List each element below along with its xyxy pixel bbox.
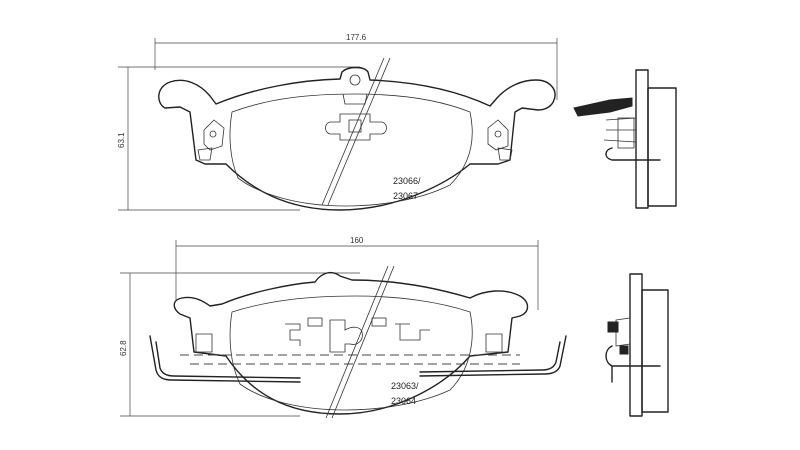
bottom-break-line-1 (325, 265, 389, 419)
bottom-center-clip (329, 319, 363, 353)
bottom-pad-side-view (605, 273, 669, 417)
top-side-clip-arm (573, 97, 633, 117)
bottom-width-label: 160 (350, 236, 364, 245)
bottom-left-spring-inner (155, 341, 301, 379)
bottom-left-tab (195, 333, 213, 353)
top-side-backing-plate (635, 69, 649, 209)
top-center-clip (325, 113, 387, 141)
top-backing-plate (158, 66, 556, 211)
top-width-label: 177.6 (346, 33, 367, 42)
top-left-indicator-hole (209, 130, 217, 138)
bottom-side-spring-clip (619, 345, 629, 355)
top-left-wear-indicator (203, 119, 225, 151)
top-pad-front-view: 177.6 63.1 23066/ 23067 (117, 33, 558, 211)
bottom-side-backing-plate (629, 273, 643, 417)
bottom-side-spring (605, 345, 661, 383)
top-side-clip-body (617, 117, 635, 149)
top-right-indicator-hole (494, 130, 502, 138)
top-part-number-2: 23067 (393, 191, 418, 201)
top-right-wear-indicator (487, 119, 509, 151)
bottom-break-line-2 (331, 265, 395, 419)
top-side-spring (605, 147, 661, 161)
bottom-part-number-1: 23063/ (391, 381, 419, 391)
top-right-tab (497, 147, 513, 161)
top-left-tab (197, 147, 213, 161)
top-height-label: 63.1 (117, 132, 126, 148)
bottom-clip-slot-right (371, 317, 387, 327)
bottom-height-label: 62.8 (119, 340, 128, 356)
top-side-friction-block (647, 87, 677, 207)
bottom-side-clip-tab (607, 321, 619, 333)
bottom-right-bracket (395, 323, 430, 341)
bottom-friction-material (229, 295, 473, 411)
top-break-line-1 (321, 57, 385, 206)
bottom-clip-slot-left (307, 317, 323, 327)
top-friction-material (229, 93, 473, 207)
top-center-hole (349, 74, 361, 86)
bottom-right-tab (485, 333, 503, 353)
top-side-clip-lines (603, 117, 637, 143)
top-part-number-1: 23066/ (393, 176, 421, 186)
bottom-side-friction-block (641, 289, 669, 413)
top-center-notch (342, 93, 368, 105)
bottom-backing-plate (173, 271, 529, 415)
top-break-line-2 (327, 57, 391, 206)
bottom-pad-front-view: 160 62.8 23063/ 23064 (119, 236, 567, 419)
top-pad-side-view (573, 69, 677, 209)
bottom-right-spring (419, 335, 567, 377)
bottom-left-spring (149, 335, 301, 383)
bottom-left-bracket (285, 323, 301, 346)
bottom-part-number-2: 23064 (391, 396, 416, 406)
bottom-right-spring-inner (419, 341, 561, 373)
bottom-side-clip-body (615, 317, 631, 347)
